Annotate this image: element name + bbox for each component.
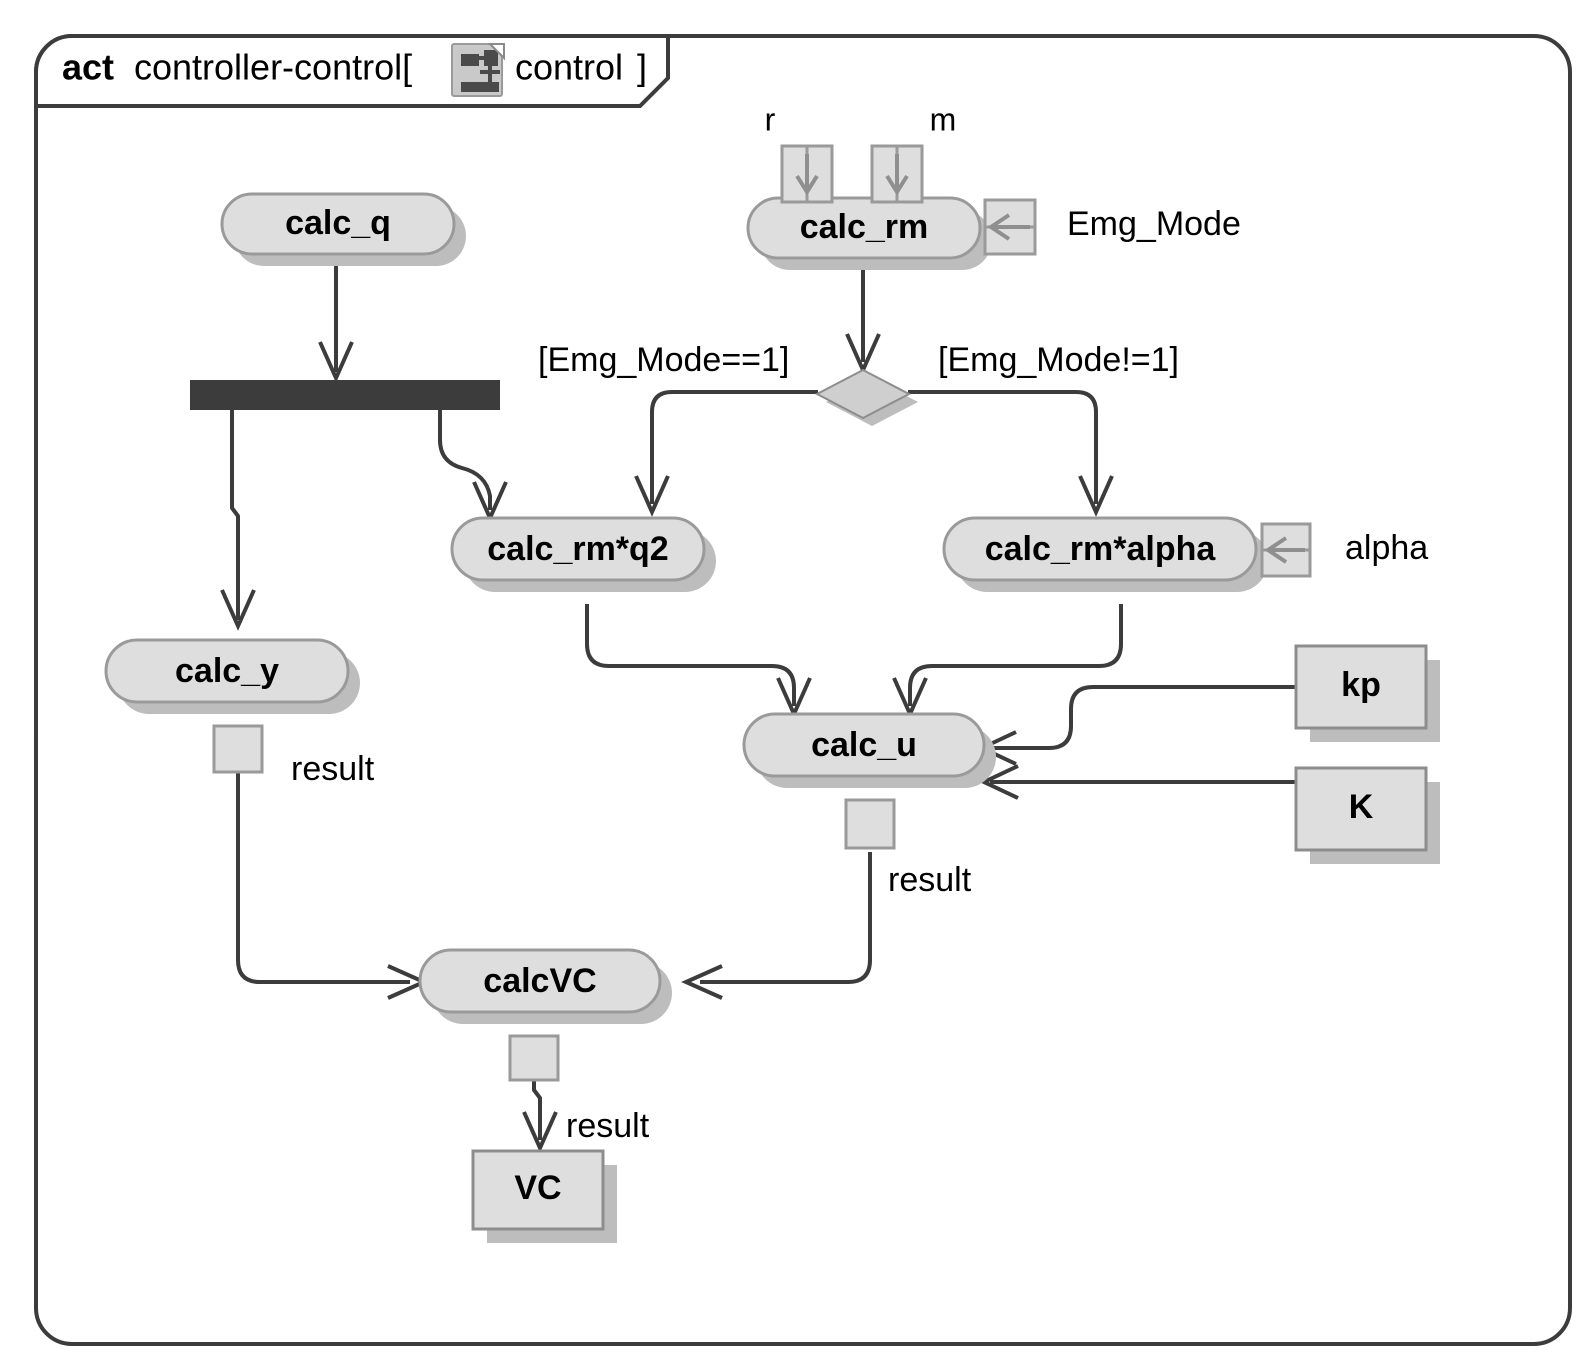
output-pin-calc-vc[interactable] <box>508 1034 560 1082</box>
arrowhead-K-calcu <box>979 764 1019 800</box>
frame-close-bracket: ] <box>637 47 647 88</box>
guard-label-emg-eq: [Emg_Mode==1] <box>538 341 789 379</box>
object-node-kp-label: kp <box>1341 666 1381 704</box>
activity-diagram-icon <box>451 43 505 97</box>
output-pin-label-calc-y: result <box>291 750 375 788</box>
object-node-K[interactable]: K <box>1294 766 1440 864</box>
arrowhead-calcvc-vc <box>522 1111 558 1153</box>
input-pin-label-m: m <box>930 101 957 137</box>
action-calc-rm[interactable]: calc_rm <box>746 144 1037 270</box>
action-calc-vc[interactable]: calcVC <box>418 948 672 1082</box>
object-node-kp[interactable]: kp <box>1294 644 1440 742</box>
flow-calcu-to-calcvc <box>700 852 872 984</box>
frame-param: control <box>515 47 623 88</box>
flow-calcrmq2-to-calcu <box>585 604 796 706</box>
flow-decision-left <box>650 390 818 504</box>
flow-fork-to-calcy <box>230 410 240 620</box>
action-calc-q[interactable]: calc_q <box>220 192 466 266</box>
action-calc-y-label: calc_y <box>175 652 279 690</box>
output-pin-calc-u[interactable] <box>844 798 896 850</box>
object-node-VC-label: VC <box>514 1169 561 1207</box>
action-calc-y[interactable]: calc_y <box>104 638 360 774</box>
arrowhead-fork-calcy <box>220 589 256 631</box>
action-calc-u[interactable]: calc_u <box>742 712 996 850</box>
arrowhead-calcu-calcvc <box>681 964 723 1000</box>
output-pin-label-calc-vc: result <box>566 1107 650 1145</box>
diagram-frame <box>34 34 1572 1346</box>
object-node-K-label: K <box>1349 788 1374 826</box>
fork-bar[interactable] <box>190 380 500 410</box>
frame-header: act controller-control[ control ] <box>62 43 647 97</box>
action-calc-rm-q2[interactable]: calc_rm*q2 <box>450 516 716 592</box>
input-pin-r[interactable] <box>780 144 834 204</box>
arrowhead-decision-left <box>634 475 670 517</box>
frame-title-tab <box>34 34 670 108</box>
arrowhead-calcq-fork <box>318 341 354 383</box>
action-calc-rm-alpha[interactable]: calc_rm*alpha <box>942 516 1312 592</box>
output-pin-calc-y[interactable] <box>212 724 264 774</box>
flow-calcy-to-calcvc <box>236 772 410 984</box>
output-pin-label-calc-u: result <box>888 861 972 899</box>
arrowhead-decision-right <box>1078 475 1114 517</box>
input-pin-label-alpha: alpha <box>1345 529 1428 567</box>
input-pin-label-r: r <box>765 101 776 137</box>
frame-keyword: act <box>62 47 114 88</box>
control-flows <box>220 262 1313 1153</box>
frame-name: controller-control[ <box>134 47 412 88</box>
flow-decision-right <box>908 390 1098 504</box>
guard-label-emg-ne: [Emg_Mode!=1] <box>938 341 1179 379</box>
flow-kp-to-calcu <box>988 685 1313 750</box>
action-calc-u-label: calc_u <box>811 726 917 764</box>
object-node-VC[interactable]: VC <box>471 1149 617 1243</box>
input-pin-emg-mode[interactable] <box>983 198 1037 256</box>
action-calc-rm-q2-label: calc_rm*q2 <box>487 530 668 568</box>
input-pin-alpha[interactable] <box>1260 522 1312 578</box>
input-pin-label-emg-mode: Emg_Mode <box>1067 205 1241 243</box>
flow-calcrmalpha-to-calcu <box>908 604 1123 706</box>
flow-fork-to-calcrmq2 <box>438 410 492 510</box>
action-calc-vc-label: calcVC <box>483 962 596 1000</box>
flow-calcvc-to-vc <box>532 1076 542 1140</box>
action-calc-rm-label: calc_rm <box>800 208 929 246</box>
decision-diamond[interactable] <box>814 368 918 426</box>
input-pin-m[interactable] <box>870 144 924 204</box>
action-calc-q-label: calc_q <box>285 204 391 242</box>
action-calc-rm-alpha-label: calc_rm*alpha <box>985 530 1217 568</box>
